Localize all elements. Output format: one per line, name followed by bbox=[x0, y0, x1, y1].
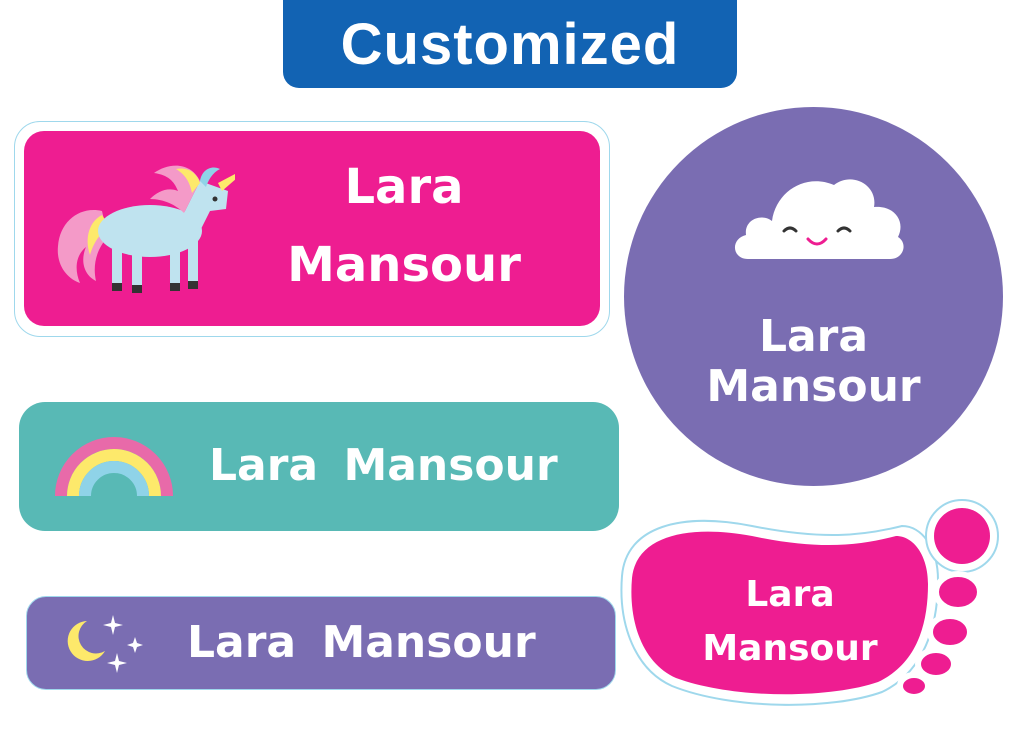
moon-label-text: Lara Mansour bbox=[187, 617, 536, 668]
footprint-icon bbox=[620, 499, 999, 706]
header-title: Customized bbox=[340, 11, 680, 77]
unicorn-label-line1: Lara bbox=[344, 159, 464, 215]
rainbow-icon bbox=[55, 437, 173, 497]
unicorn-label-line2: Mansour bbox=[287, 237, 521, 293]
cloud-icon bbox=[734, 179, 904, 259]
unicorn-label: Lara Mansour bbox=[24, 131, 600, 326]
header-banner: Customized bbox=[283, 0, 737, 88]
rainbow-label: Lara Mansour bbox=[19, 402, 619, 531]
foot-label-line2: Mansour bbox=[702, 628, 878, 669]
moon-stars-icon bbox=[67, 615, 143, 673]
cloud-circle-label: Lara Mansour bbox=[624, 107, 1003, 486]
cloud-label-line1: Lara bbox=[758, 311, 869, 362]
foot-label: Lara Mansour bbox=[680, 572, 900, 672]
rainbow-label-text: Lara Mansour bbox=[209, 440, 558, 491]
moon-label-outline: Lara Mansour bbox=[26, 596, 616, 690]
cloud-label-line2: Mansour bbox=[706, 361, 921, 412]
foot-label-line1: Lara bbox=[745, 574, 835, 615]
unicorn-icon bbox=[57, 165, 235, 293]
